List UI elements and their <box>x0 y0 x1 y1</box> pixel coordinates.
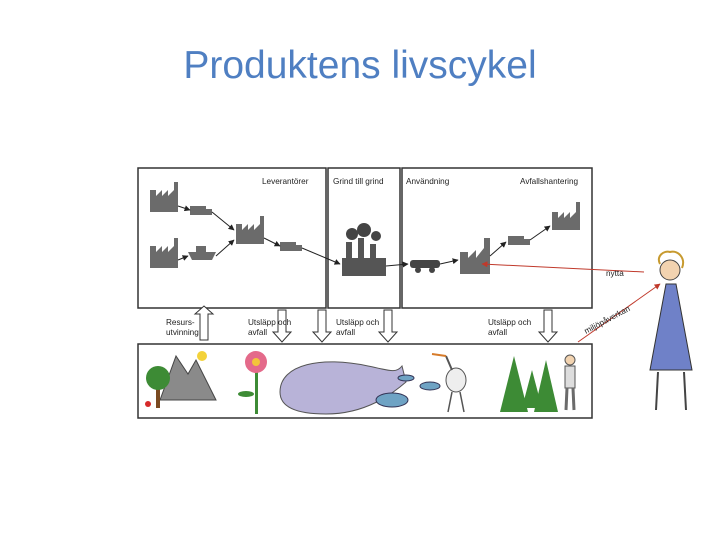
stage-label-suppliers: Leverantörer <box>262 177 309 186</box>
slide-title: Produktens livscykel <box>0 44 720 88</box>
emissions-label-1: Utsläpp och <box>336 318 380 327</box>
stage-label-use: Användning <box>406 177 450 186</box>
lifecycle-diagram: Leverantörer Grind till grind Användning… <box>130 160 720 425</box>
stage-label-gate: Grind till grind <box>333 177 384 186</box>
stage-label-waste: Avfallshantering <box>520 177 579 186</box>
woman-icon <box>650 252 692 410</box>
resource-label-2: utvinning <box>166 328 199 337</box>
emissions-label-1: Utsläpp och <box>488 318 532 327</box>
use-waste-panel <box>402 168 592 308</box>
emissions-label-1: Utsläpp och <box>248 318 292 327</box>
suppliers-panel <box>138 168 326 308</box>
emissions-arrow <box>539 310 557 342</box>
emissions-label-2: avfall <box>488 328 507 337</box>
emissions-label-2: avfall <box>336 328 355 337</box>
benefit-label: nytta <box>606 269 624 278</box>
sun-icon <box>197 351 207 361</box>
emissions-label-2: avfall <box>248 328 267 337</box>
emissions-arrow <box>379 310 397 342</box>
emissions-arrow <box>313 310 331 342</box>
resource-label-1: Resurs- <box>166 318 195 327</box>
